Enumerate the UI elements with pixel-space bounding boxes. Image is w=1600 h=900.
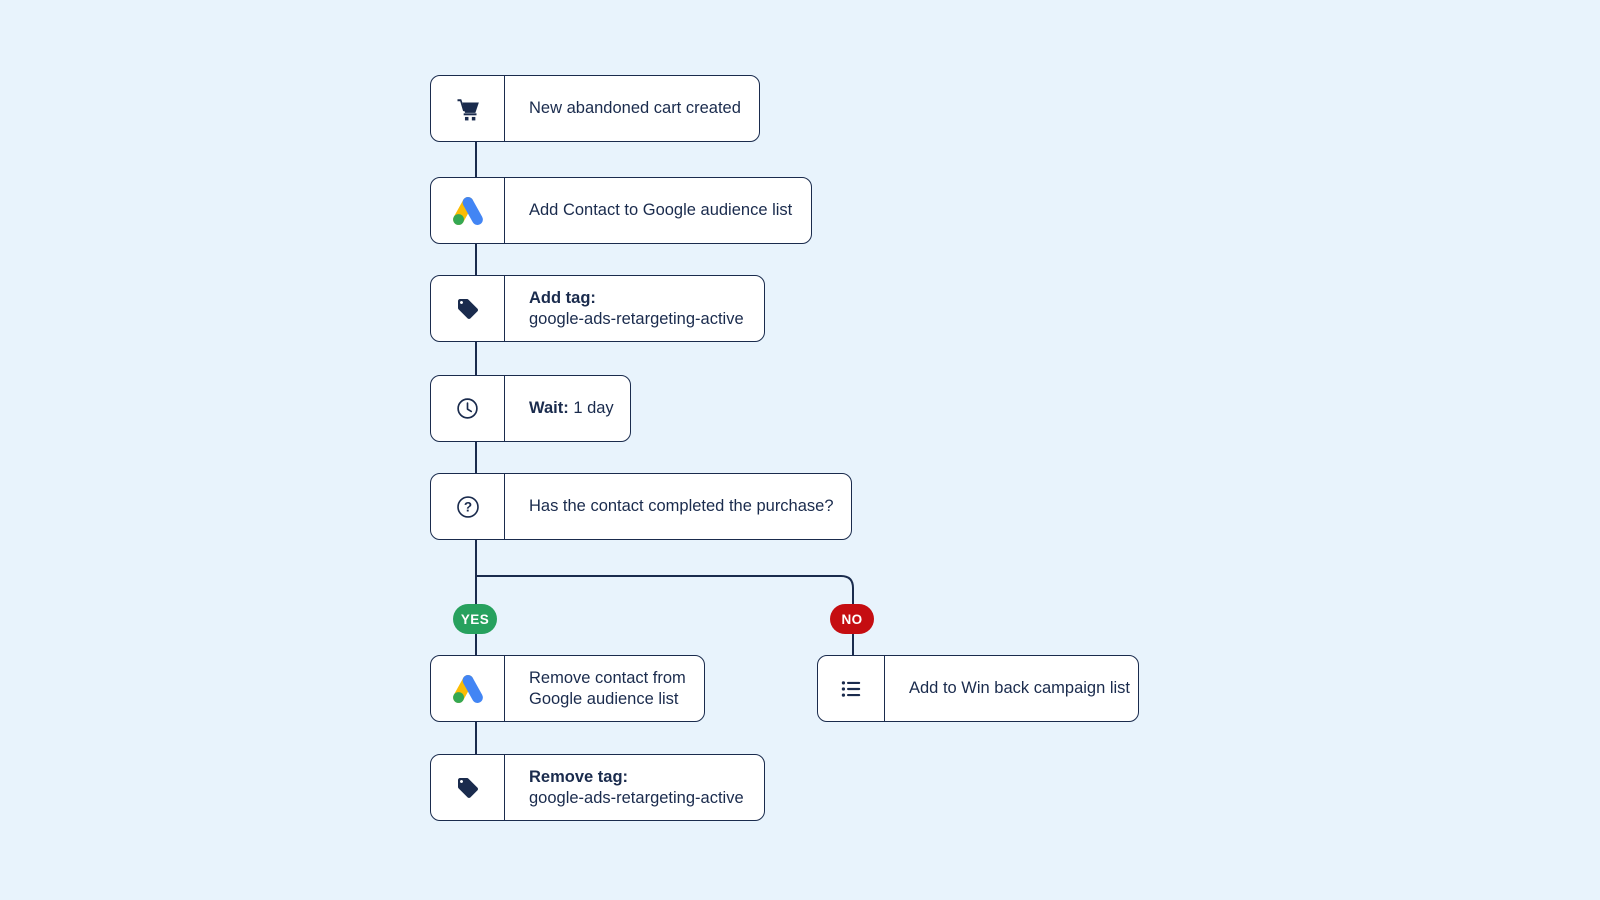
node-label: Wait: 1 day [529,399,614,417]
node-label: Add to Win back campaign list [909,679,1131,697]
icon-cell [818,656,885,721]
tag-icon [457,298,478,319]
icon-cell [431,656,505,721]
node-add-to-winback-list[interactable]: Add to Win back campaign list [817,655,1139,722]
node-label-line1: Remove contact from [529,668,686,687]
node-condition-purchase-completed[interactable]: ? Has the contact completed the purchase… [430,473,852,540]
node-label-value: google-ads-retargeting-active [529,788,744,807]
icon-cell [431,276,505,341]
node-add-tag[interactable]: Add tag: google-ads-retargeting-active [430,275,765,342]
icon-cell [431,755,505,820]
node-wait[interactable]: Wait: 1 day [430,375,631,442]
node-remove-tag[interactable]: Remove tag: google-ads-retargeting-activ… [430,754,765,821]
no-badge: NO [830,604,874,634]
google-ads-icon [452,674,483,703]
node-label-title: Add tag: [529,288,596,307]
icon-cell [431,76,505,141]
node-remove-contact-google-audience[interactable]: Remove contact from Google audience list [430,655,705,722]
icon-cell [431,178,505,243]
yes-badge: YES [453,604,497,634]
node-add-contact-google-audience[interactable]: Add Contact to Google audience list [430,177,812,244]
icon-cell: ? [431,474,505,539]
list-icon [841,680,861,697]
shopping-cart-icon [457,98,479,120]
node-new-abandoned-cart[interactable]: New abandoned cart created [430,75,760,142]
node-label: New abandoned cart created [529,99,741,117]
question-mark-icon: ? [456,495,479,518]
google-ads-icon [452,196,483,225]
node-label-line2: Google audience list [529,689,679,708]
node-label-value: google-ads-retargeting-active [529,309,744,328]
tag-icon [457,777,478,798]
node-label: Has the contact completed the purchase? [529,497,834,515]
node-label-title: Remove tag: [529,767,629,786]
clock-icon [457,398,478,419]
node-label: Add Contact to Google audience list [529,201,793,219]
icon-cell [431,376,505,441]
svg-text:?: ? [463,499,471,514]
